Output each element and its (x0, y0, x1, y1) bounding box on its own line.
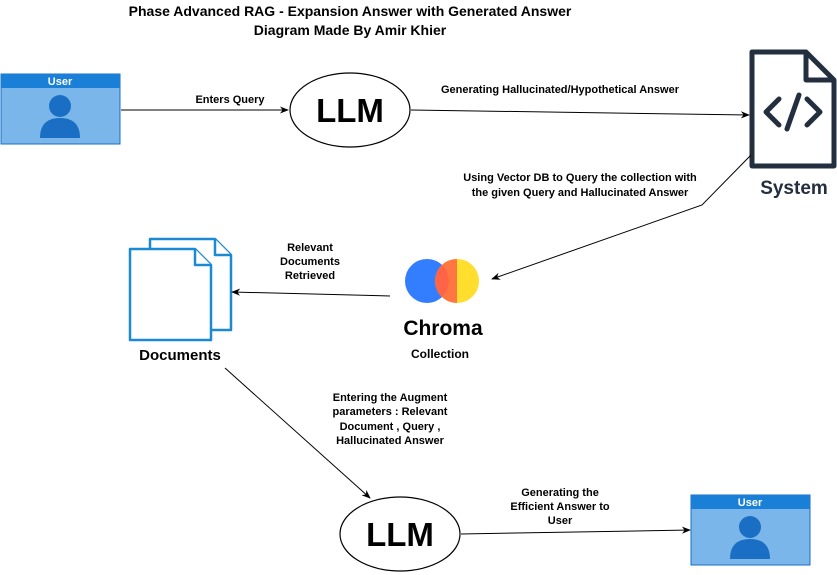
diagram-title: Phase Advanced RAG - Expansion Answer wi… (129, 3, 572, 19)
documents-icon (128, 237, 233, 342)
edge-label-augment-line1: Entering the Augment (333, 392, 448, 404)
edge-efficient-answer: Generating the Efficient Answer to User (460, 487, 691, 535)
edge-label-vector-db-line1: Using Vector DB to Query the collection … (463, 172, 697, 184)
edge-label-relevant-docs-line1: Relevant (287, 242, 333, 254)
diagram-subtitle: Diagram Made By Amir Khier (254, 22, 447, 38)
chroma-collection-label: Collection (411, 347, 469, 361)
user-avatar-icon (40, 95, 80, 138)
edge-label-augment-line3: Document , Query , (340, 421, 441, 433)
chroma-label: Chroma (403, 317, 483, 340)
llm-top-node: LLM (289, 72, 411, 148)
llm-bottom-node: LLM (339, 496, 461, 572)
edge-enters-query: Enters Query (121, 94, 289, 114)
llm-bottom-label: LLM (366, 516, 434, 553)
llm-top-label: LLM (316, 92, 384, 129)
edge-vector-db-query: Using Vector DB to Query the collection … (463, 154, 752, 280)
system-label: System (760, 178, 828, 199)
code-file-icon (749, 49, 837, 169)
edge-label-augment-line2: parameters : Relevant (333, 406, 448, 418)
edge-label-efficient-line3: User (548, 515, 573, 527)
edge-label-augment-line4: Hallucinated Answer (336, 435, 445, 447)
documents-label: Documents (139, 347, 221, 364)
documents-node: Documents (128, 237, 233, 364)
edge-label-enters-query: Enters Query (195, 94, 265, 106)
user-bottom-node: User (690, 494, 811, 566)
edge-label-relevant-docs-line2: Documents (280, 256, 340, 268)
system-node: System (749, 49, 837, 199)
user-top-label: User (48, 76, 73, 88)
edge-relevant-docs: Relevant Documents Retrieved (231, 242, 391, 297)
user-bottom-label: User (738, 497, 763, 509)
edge-label-relevant-docs-line3: Retrieved (285, 270, 335, 282)
chroma-node: Chroma Collection (403, 259, 483, 361)
user-avatar-icon (730, 516, 770, 559)
edge-label-generating-hallucinated: Generating Hallucinated/Hypothetical Ans… (441, 84, 680, 96)
edge-label-vector-db-line2: the given Query and Hallucinated Answer (472, 187, 689, 199)
user-top-node: User (0, 73, 121, 145)
edge-generating-hallucinated: Generating Hallucinated/Hypothetical Ans… (410, 84, 750, 119)
chroma-logo-icon (405, 259, 479, 303)
edge-label-efficient-line2: Efficient Answer to (510, 501, 609, 513)
edge-augment-params: Entering the Augment parameters : Releva… (224, 367, 448, 499)
edge-label-efficient-line1: Generating the (521, 487, 599, 499)
